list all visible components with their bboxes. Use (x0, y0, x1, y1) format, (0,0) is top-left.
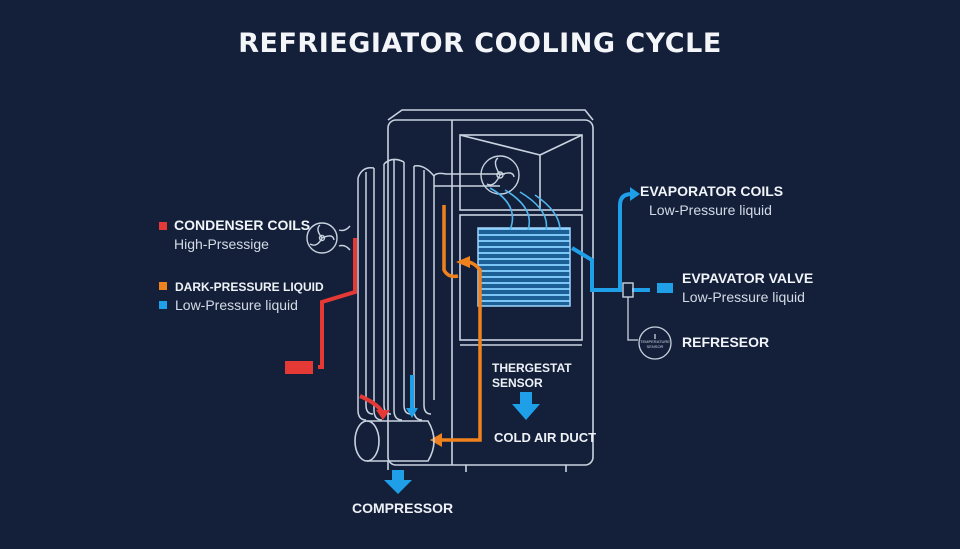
condenser-coils-subtitle: High-Prsessige (174, 236, 269, 252)
evaporator-grill (477, 187, 571, 307)
evaporator-coils-label: EVAPORATOR COILS (640, 183, 784, 199)
compressor (354, 420, 435, 470)
low-pressure-line (410, 192, 650, 410)
fan-icon (480, 155, 520, 195)
sensor-badge-text: TEMPERATURE SENSOR (640, 339, 670, 349)
high-pressure-line (318, 238, 384, 414)
condenser-coils-label: CONDENSER COILS (174, 217, 311, 233)
evaporator-valve-subtitle: Low-Pressure liquid (682, 289, 805, 305)
valve-body (622, 282, 634, 298)
legend-swatch (159, 282, 167, 290)
legend-label: Low-Pressure liquid (175, 297, 298, 313)
evaporator-coils-subtitle: Low-Pressure liquid (649, 202, 772, 218)
high-pressure-inlet (285, 361, 313, 374)
arrow-down-icon (384, 470, 412, 494)
thermostat-line: THERGESTAT (492, 361, 572, 375)
valve-indicator (657, 283, 673, 293)
red-arrow-head (376, 410, 390, 420)
evaporator-valve-label: EVPAVATOR VALVE (682, 270, 814, 286)
condenser-swatch (159, 222, 167, 230)
arrow-down-icon (512, 392, 540, 420)
sensor-badge-line: TEMPERATURE (640, 339, 670, 344)
sensor-badge-line: SENSOR (646, 344, 664, 349)
legend-item-medium-pressure: DARK-PRESSURE LIQUID (159, 280, 324, 294)
orange-arrow-up (456, 256, 470, 268)
blue-arrow-down-small (406, 408, 418, 418)
sensor-connector (627, 297, 638, 341)
thermostat-sensor-label: THERGESTAT SENSOR (492, 361, 572, 391)
fridge-body (387, 109, 594, 472)
fan-icon (306, 222, 351, 254)
cold-air-duct-label: COLD AIR DUCT (494, 430, 597, 445)
legend-item-low-pressure: Low-Pressure liquid (159, 297, 298, 313)
compressor-label: COMPRESSOR (352, 500, 454, 516)
blue-arrow-right (630, 187, 640, 201)
legend-label: DARK-PRESSURE LIQUID (175, 280, 324, 294)
refresor-label: REFRESEOR (682, 334, 770, 350)
page-title: REFRIEGIATOR COOLING CYCLE (238, 28, 722, 59)
orange-arrow-left (430, 433, 442, 447)
legend-swatch (159, 301, 167, 309)
temperature-sensor-icon (638, 326, 672, 360)
thermostat-line: SENSOR (492, 376, 543, 390)
